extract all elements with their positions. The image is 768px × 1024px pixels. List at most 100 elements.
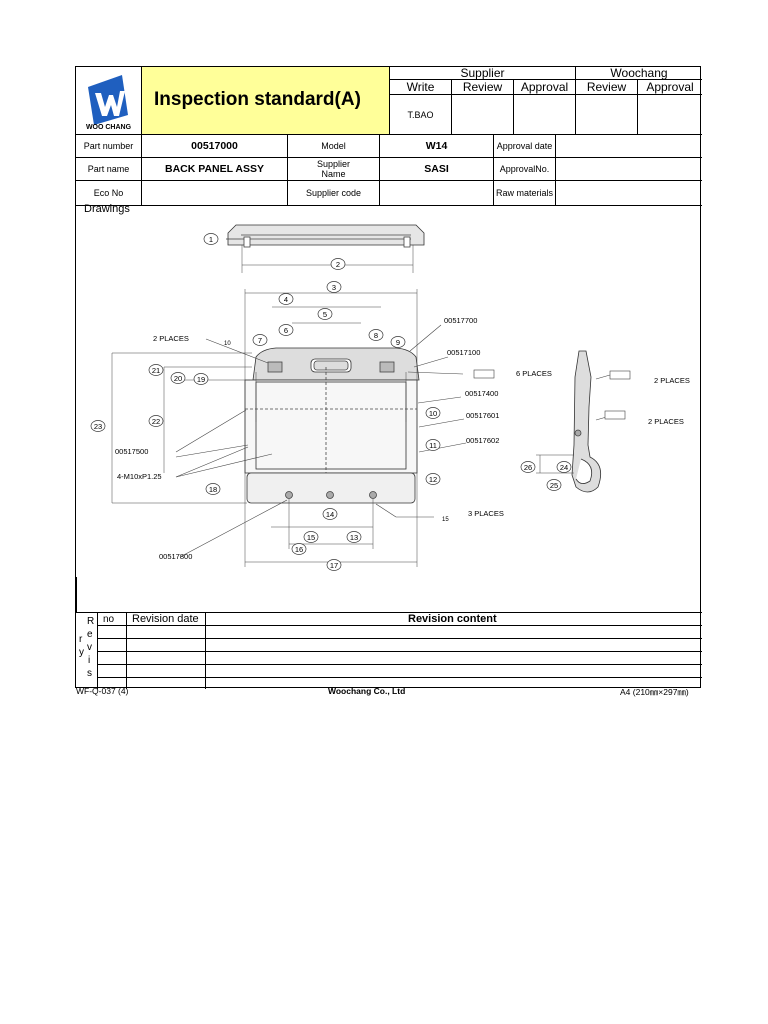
dimension-balloon: 3: [326, 281, 342, 293]
company-name: Woochang Co., Ltd: [328, 686, 406, 696]
balloon-number: 10: [429, 409, 437, 418]
revision-row-line-5: [97, 677, 702, 678]
balloon-ring: [193, 373, 209, 385]
balloon-number: 25: [550, 481, 558, 490]
supplier-group-header: Supplier: [390, 66, 576, 80]
balloon-ring: [326, 559, 342, 571]
technical-drawing: 1234567891011121314151617181920212223242…: [90, 224, 690, 571]
revision-row-line-4: [97, 664, 702, 665]
dimension-balloon: 25: [546, 479, 562, 491]
balloon-ring: [90, 420, 106, 432]
dimension-balloon: 1: [203, 233, 219, 245]
side-view-outline: [536, 350, 602, 493]
part-number-value: 00517000: [142, 135, 288, 158]
balloon-ring: [546, 479, 562, 491]
balloon-ring: [278, 293, 294, 305]
label-00517601: 00517601: [466, 411, 499, 420]
dimension-balloon: 24: [556, 461, 572, 473]
balloon-ring: [520, 461, 536, 473]
dimension-balloon: 20: [170, 372, 186, 384]
revision-side-letter: i: [88, 655, 91, 666]
dimension-balloon: 6: [278, 324, 294, 336]
revision-row-line-3: [97, 651, 702, 652]
supplier-code-label: Supplier code: [288, 181, 380, 206]
dimension-balloon: 12: [425, 473, 441, 485]
balloon-ring: [346, 531, 362, 543]
balloon-number: 11: [429, 441, 437, 450]
note-2-places-c: 2 PLACES: [648, 417, 684, 426]
balloon-ring: [425, 439, 441, 451]
supplier-name-value: SASI: [380, 158, 494, 181]
part-name-value: BACK PANEL ASSY: [142, 158, 288, 181]
note-tol-15: 15: [442, 517, 449, 523]
raw-materials-value: [556, 181, 702, 206]
logo-text: WOO CHANG: [85, 124, 132, 131]
note-2-places-b: 2 PLACES: [654, 376, 690, 385]
balloon-ring: [148, 364, 164, 376]
dimension-balloon: 26: [520, 461, 536, 473]
form-code: WF-Q-037 (4): [76, 686, 129, 696]
note-6-places: 6 PLACES: [516, 369, 552, 378]
approval-date-value: [556, 135, 702, 158]
note-thread: 4-M10xP1.25: [117, 472, 162, 481]
drawings-label: Drawings: [84, 203, 130, 215]
approval-no-value: [556, 158, 702, 181]
dimension-balloon: 9: [390, 336, 406, 348]
supplier-approval-cell: [514, 95, 576, 135]
eco-no-label: Eco No: [76, 181, 142, 206]
dimension-balloon: 14: [322, 508, 338, 520]
balloon-number: 26: [524, 463, 532, 472]
balloon-ring: [170, 372, 186, 384]
approval-no-label: ApprovalNo.: [494, 158, 556, 181]
balloon-number: 15: [307, 533, 315, 542]
writer-signature-cell: T.BAO: [390, 95, 452, 135]
balloon-number: 18: [209, 485, 217, 494]
woochang-logo-icon: [88, 75, 128, 125]
balloon-ring: [322, 508, 338, 520]
balloon-ring: [148, 415, 164, 427]
revision-row-line-2: [97, 638, 702, 639]
balloon-ring: [326, 281, 342, 293]
page-title: Inspection standard(A): [154, 89, 361, 110]
balloon-number: 24: [560, 463, 568, 472]
balloon-number: 2: [336, 260, 340, 269]
front-view-outline: [111, 289, 420, 567]
balloon-number: 7: [258, 336, 262, 345]
revision-side-letter: s: [87, 668, 92, 679]
balloon-ring: [425, 407, 441, 419]
woochang-review-cell: [576, 95, 638, 135]
label-00517500: 00517500: [115, 447, 148, 456]
balloon-ring: [291, 543, 307, 555]
balloon-ring: [556, 461, 572, 473]
top-view-outline: [226, 224, 425, 273]
dimension-balloon: 13: [346, 531, 362, 543]
label-00517800: 00517800: [159, 552, 192, 561]
woochang-review-header: Review: [576, 80, 638, 95]
revision-side-rule: [97, 612, 98, 689]
balloon-number: 13: [350, 533, 358, 542]
balloon-number: 3: [332, 283, 336, 292]
revision-content-header: Revision content: [408, 613, 497, 625]
balloon-number: 5: [323, 310, 327, 319]
label-00517400: 00517400: [465, 389, 498, 398]
supplier-review-cell: [452, 95, 514, 135]
balloon-ring: [203, 233, 219, 245]
balloon-ring: [330, 258, 346, 270]
balloon-ring: [425, 473, 441, 485]
label-00517700: 00517700: [444, 316, 477, 325]
balloon-ring: [205, 483, 221, 495]
dimension-balloon: 2: [330, 258, 346, 270]
revision-no-header: no: [103, 614, 115, 625]
dimension-balloon: 18: [205, 483, 221, 495]
model-label: Model: [288, 135, 380, 158]
dimension-balloon: 15: [303, 531, 319, 543]
supplier-approval-header: Approval: [514, 80, 576, 95]
note-3-places: 3 PLACES: [468, 509, 504, 518]
balloon-ring: [252, 334, 268, 346]
balloon-number: 17: [330, 561, 338, 570]
balloon-number: 19: [197, 375, 205, 384]
balloon-number: 8: [374, 331, 378, 340]
balloon-ring: [278, 324, 294, 336]
balloon-number: 6: [284, 326, 288, 335]
balloon-ring: [368, 329, 384, 341]
